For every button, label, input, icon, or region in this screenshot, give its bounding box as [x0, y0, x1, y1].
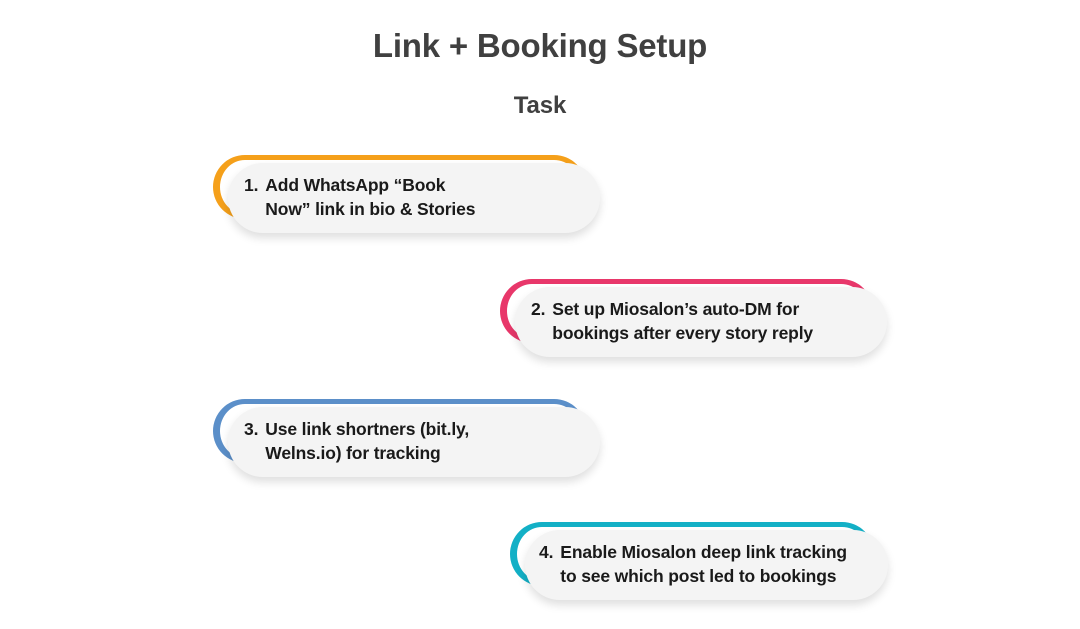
task-number: 4. — [539, 542, 554, 563]
task-card-4[interactable]: 4. Enable Miosalon deep link tracking to… — [510, 522, 888, 600]
task-card-body: 2. Set up Miosalon’s auto-DM for booking… — [515, 287, 887, 357]
page-title: Link + Booking Setup — [372, 27, 708, 64]
task-label: Add WhatsApp “Book Now” link in bio & St… — [265, 175, 476, 219]
task-item: 2. Set up Miosalon’s auto-DM for booking… — [531, 298, 813, 346]
task-item: 1. Add WhatsApp “Book Now” link in bio &… — [244, 174, 475, 222]
task-card-body: 1. Add WhatsApp “Book Now” link in bio &… — [228, 163, 600, 233]
task-number: 2. — [531, 299, 546, 320]
section-title: Task — [513, 92, 567, 119]
task-label: Use link shortners (bit.ly, Welns.io) fo… — [265, 419, 470, 463]
task-card-body: 4. Enable Miosalon deep link tracking to… — [525, 530, 888, 600]
task-item: 3. Use link shortners (bit.ly, Welns.io)… — [244, 418, 469, 466]
task-label: Set up Miosalon’s auto-DM for bookings a… — [552, 299, 814, 343]
task-number: 3. — [244, 419, 259, 440]
task-label: Enable Miosalon deep link tracking to se… — [560, 542, 847, 586]
task-card-1[interactable]: 1. Add WhatsApp “Book Now” link in bio &… — [213, 155, 600, 233]
task-card-body: 3. Use link shortners (bit.ly, Welns.io)… — [228, 407, 600, 477]
task-card-2[interactable]: 2. Set up Miosalon’s auto-DM for booking… — [500, 279, 887, 357]
task-number: 1. — [244, 175, 259, 196]
task-card-3[interactable]: 3. Use link shortners (bit.ly, Welns.io)… — [213, 399, 600, 477]
task-item: 4. Enable Miosalon deep link tracking to… — [539, 541, 847, 589]
